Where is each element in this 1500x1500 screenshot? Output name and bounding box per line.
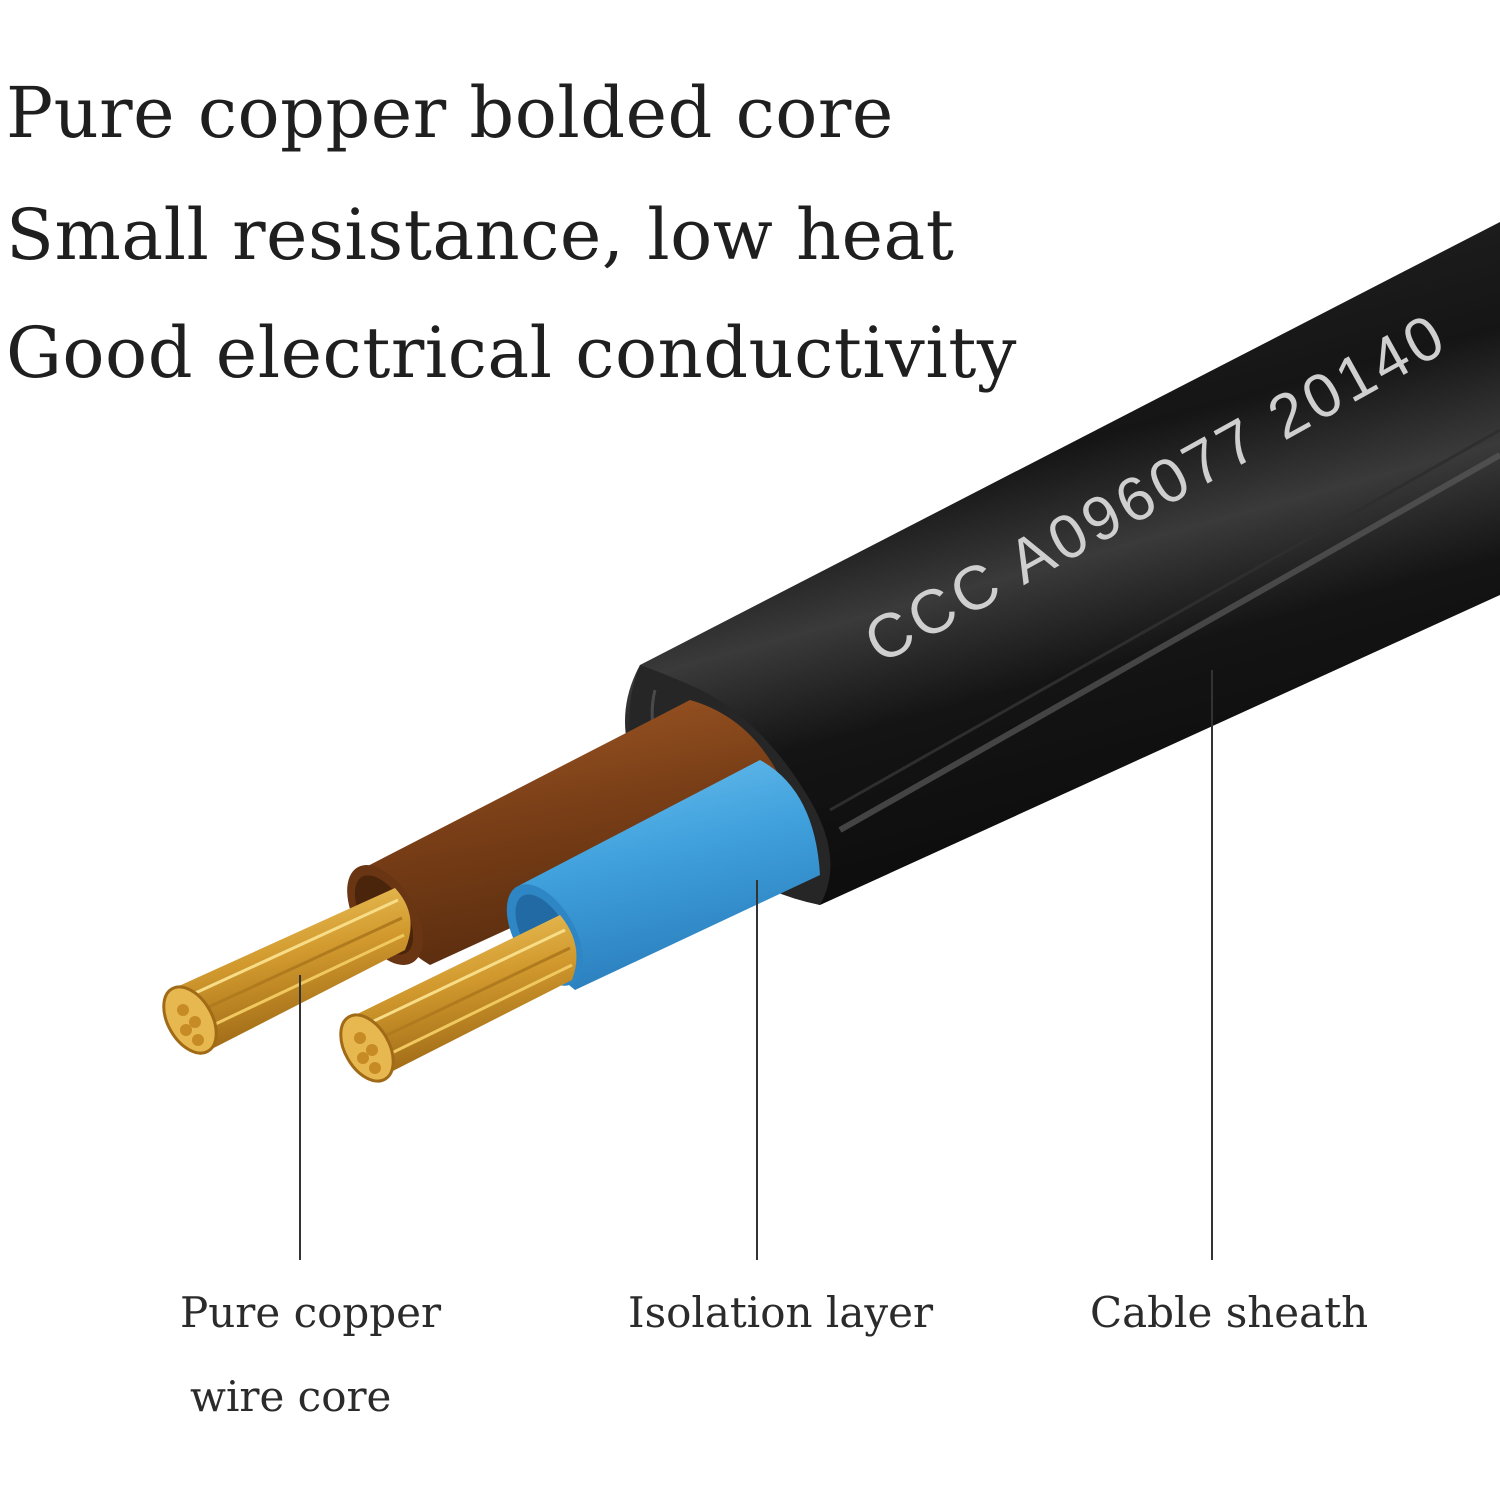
- callout-isolation: Isolation layer: [628, 1288, 934, 1337]
- callout-copper-line-2: wire core: [190, 1372, 392, 1421]
- headline-line-3: Good electrical conductivity: [6, 312, 1017, 394]
- callout-copper-line-1: Pure copper: [180, 1288, 442, 1337]
- headline-line-2: Small resistance, low heat: [6, 194, 955, 276]
- headline-line-1: Pure copper bolded core: [6, 72, 894, 154]
- callout-sheath: Cable sheath: [1090, 1288, 1369, 1337]
- copper-strands-blue: [339, 915, 577, 1083]
- copper-strands-brown: [162, 888, 411, 1055]
